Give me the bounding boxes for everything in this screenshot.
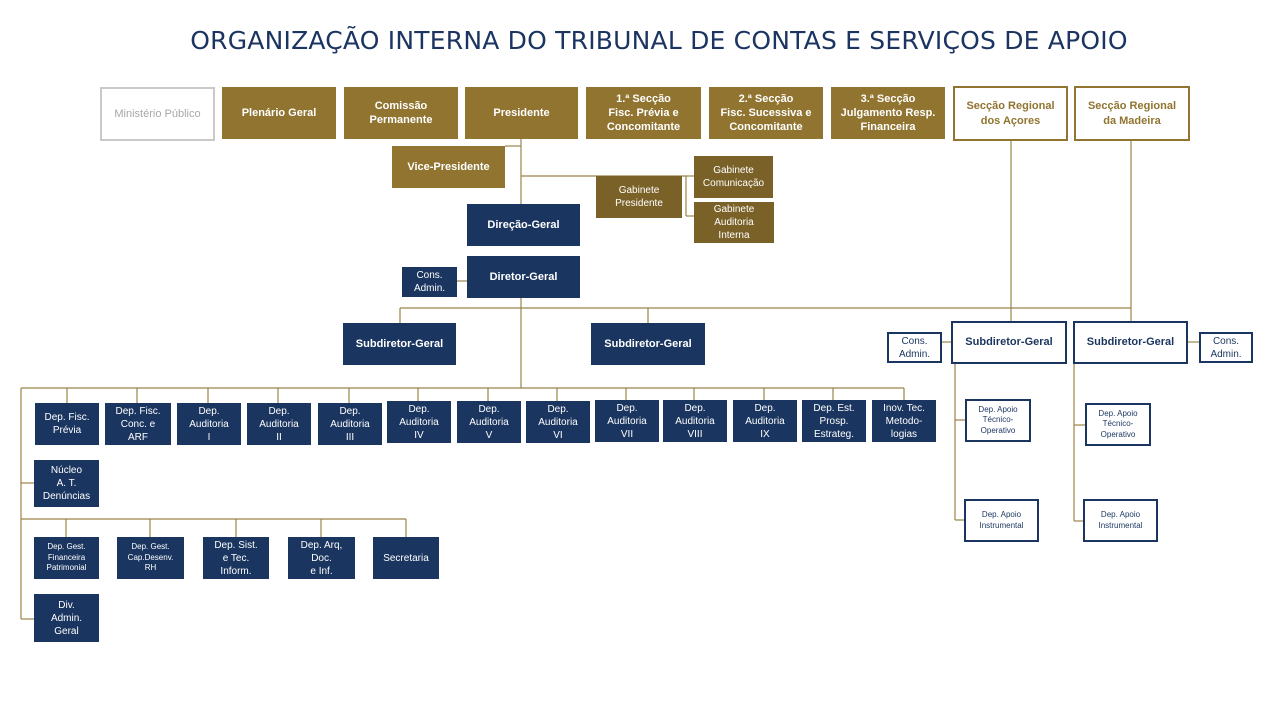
subdiretor-acores-box: Subdiretor-Geral (951, 321, 1067, 364)
dep-fisc-conc-box: Dep. Fisc. Conc. e ARF (105, 403, 171, 445)
nucleo-denuncias-box: Núcleo A. T. Denúncias (34, 460, 99, 507)
dep-tecnico-madeira-box: Dep. Apoio Técnico- Operativo (1085, 403, 1151, 446)
dep-arq-doc-box: Dep. Arq, Doc. e Inf. (288, 537, 355, 579)
subdiretor-geral-box-1: Subdiretor-Geral (343, 323, 456, 365)
comissao-permanente-box: Comissão Permanente (344, 87, 458, 139)
dep-instrumental-madeira-box: Dep. Apoio Instrumental (1083, 499, 1158, 542)
dep-gest-rh-box: Dep. Gest. Cap.Desenv. RH (117, 537, 184, 579)
seccao-madeira-box: Secção Regional da Madeira (1074, 86, 1190, 141)
dep-auditoria-iii-box: Dep. Auditoria III (318, 403, 382, 445)
dep-fisc-previa-box: Dep. Fisc. Prévia (35, 403, 99, 445)
subdiretor-geral-box-2: Subdiretor-Geral (591, 323, 705, 365)
cons-admin-madeira-box: Cons. Admin. (1199, 332, 1253, 363)
div-admin-geral-box: Div. Admin. Geral (34, 594, 99, 642)
vice-presidente-box: Vice-Presidente (392, 146, 505, 188)
presidente-box: Presidente (465, 87, 578, 139)
seccao-1-box: 1.ª Secção Fisc. Prévia e Concomitante (586, 87, 701, 139)
seccao-acores-box: Secção Regional dos Açores (953, 86, 1068, 141)
dep-auditoria-ii-box: Dep. Auditoria II (247, 403, 311, 445)
dep-gest-financeira-box: Dep. Gest. Financeira Patrimonial (34, 537, 99, 579)
dep-auditoria-i-box: Dep. Auditoria I (177, 403, 241, 445)
plenario-geral-box: Plenário Geral (222, 87, 336, 139)
seccao-2-box: 2.ª Secção Fisc. Sucessiva e Concomitant… (709, 87, 823, 139)
gabinete-comunicacao-box: Gabinete Comunicação (694, 156, 773, 198)
cons-admin-box: Cons. Admin. (402, 267, 457, 297)
inov-tec-box: Inov. Tec. Metodo- logias (872, 400, 936, 442)
chart-title: ORGANIZAÇÃO INTERNA DO TRIBUNAL DE CONTA… (190, 26, 1128, 55)
direcao-geral-box: Direção-Geral (467, 204, 580, 246)
dep-tecnico-acores-box: Dep. Apoio Técnico- Operativo (965, 399, 1031, 442)
dep-auditoria-vi-box: Dep. Auditoria VI (526, 401, 590, 443)
diretor-geral-box: Diretor-Geral (467, 256, 580, 298)
dep-auditoria-v-box: Dep. Auditoria V (457, 401, 521, 443)
subdiretor-madeira-box: Subdiretor-Geral (1073, 321, 1188, 364)
dep-auditoria-viii-box: Dep. Auditoria VIII (663, 400, 727, 442)
dep-sist-tec-box: Dep. Sist. e Tec. Inform. (203, 537, 269, 579)
gabinete-presidente-box: Gabinete Presidente (596, 176, 682, 218)
dep-est-prosp-box: Dep. Est. Prosp. Estrateg. (802, 400, 866, 442)
seccao-3-box: 3.ª Secção Julgamento Resp. Financeira (831, 87, 945, 139)
secretaria-box: Secretaria (373, 537, 439, 579)
ministerio-publico-box: Ministério Público (100, 87, 215, 141)
dep-auditoria-iv-box: Dep. Auditoria IV (387, 401, 451, 443)
cons-admin-acores-box: Cons. Admin. (887, 332, 942, 363)
dep-instrumental-acores-box: Dep. Apoio Instrumental (964, 499, 1039, 542)
gabinete-auditoria-box: Gabinete Auditoria Interna (694, 202, 774, 243)
dep-auditoria-vii-box: Dep. Auditoria VII (595, 400, 659, 442)
dep-auditoria-ix-box: Dep. Auditoria IX (733, 400, 797, 442)
